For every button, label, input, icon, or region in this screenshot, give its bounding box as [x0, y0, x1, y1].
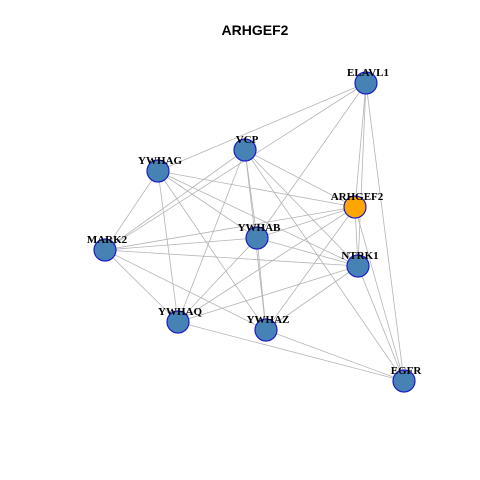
edge-ywhab-ntrk1	[256, 237, 359, 267]
edge-arhgef2-ywhaz	[265, 206, 356, 331]
edge-vcp-egfr	[244, 149, 405, 382]
node-vcp	[233, 138, 257, 162]
edge-ywhag-ywhaz	[157, 170, 267, 331]
node-label-ywhaq: YWHAQ	[158, 306, 202, 318]
node-label-ywhag: YWHAG	[138, 155, 182, 167]
edge-ywhab-mark2	[104, 237, 258, 251]
node-arhgef2	[343, 195, 367, 219]
node-elavl1	[354, 71, 378, 95]
edge-ntrk1-egfr	[357, 265, 405, 382]
edge-ywhag-ywhaq	[157, 170, 179, 323]
node-label-arhgef2: ARHGEF2	[331, 191, 384, 203]
edge-ntrk1-ywhaz	[265, 265, 359, 331]
node-label-ywhab: YWHAB	[238, 222, 281, 234]
node-mark2	[93, 238, 117, 262]
edge-elavl1-egfr	[365, 82, 405, 382]
edge-elavl1-ntrk1	[357, 82, 367, 267]
edge-ywhag-arhgef2	[157, 170, 356, 208]
edge-vcp-ntrk1	[244, 149, 359, 267]
edges-layer	[104, 82, 405, 382]
edge-arhgef2-egfr	[354, 206, 405, 382]
edge-arhgef2-ywhab	[256, 206, 356, 239]
edge-vcp-mark2	[104, 149, 246, 251]
node-ywhab	[245, 226, 269, 250]
edge-mark2-ntrk1	[104, 249, 359, 267]
node-ywhag	[146, 159, 170, 183]
edge-mark2-ywhaq	[104, 249, 179, 323]
edge-vcp-ywhaq	[177, 149, 246, 323]
edge-elavl1-ywhag	[157, 82, 367, 172]
node-ywhaq	[166, 310, 190, 334]
node-label-elavl1: ELAVL1	[347, 67, 389, 79]
node-label-mark2: MARK2	[87, 234, 128, 246]
diagram-title: ARHGEF2	[222, 22, 289, 38]
edge-arhgef2-ywhaq	[177, 206, 356, 323]
edge-ywhab-ywhaz	[256, 237, 267, 331]
nodes-layer	[93, 71, 416, 393]
node-ntrk1	[346, 254, 370, 278]
edge-elavl1-ywhab	[256, 82, 367, 239]
edge-ywhaq-egfr	[177, 321, 405, 382]
node-label-ntrk1: NTRK1	[341, 250, 378, 262]
edge-elavl1-arhgef2	[354, 82, 367, 208]
node-ywhaz	[254, 318, 278, 342]
edge-ntrk1-ywhaq	[177, 265, 359, 323]
node-label-egfr: EGFR	[391, 365, 423, 377]
node-label-ywhaz: YWHAZ	[247, 314, 290, 326]
edge-arhgef2-mark2	[104, 206, 356, 251]
edge-ywhab-ywhaq	[177, 237, 258, 323]
edge-mark2-ywhaz	[104, 249, 267, 331]
edge-vcp-arhgef2	[244, 149, 356, 208]
edge-ywhaz-egfr	[265, 329, 405, 382]
node-label-vcp: VCP	[236, 134, 259, 146]
edge-ywhag-ntrk1	[157, 170, 359, 267]
edge-ywhag-mark2	[104, 170, 159, 251]
edge-elavl1-mark2	[104, 82, 367, 251]
node-egfr	[392, 369, 416, 393]
